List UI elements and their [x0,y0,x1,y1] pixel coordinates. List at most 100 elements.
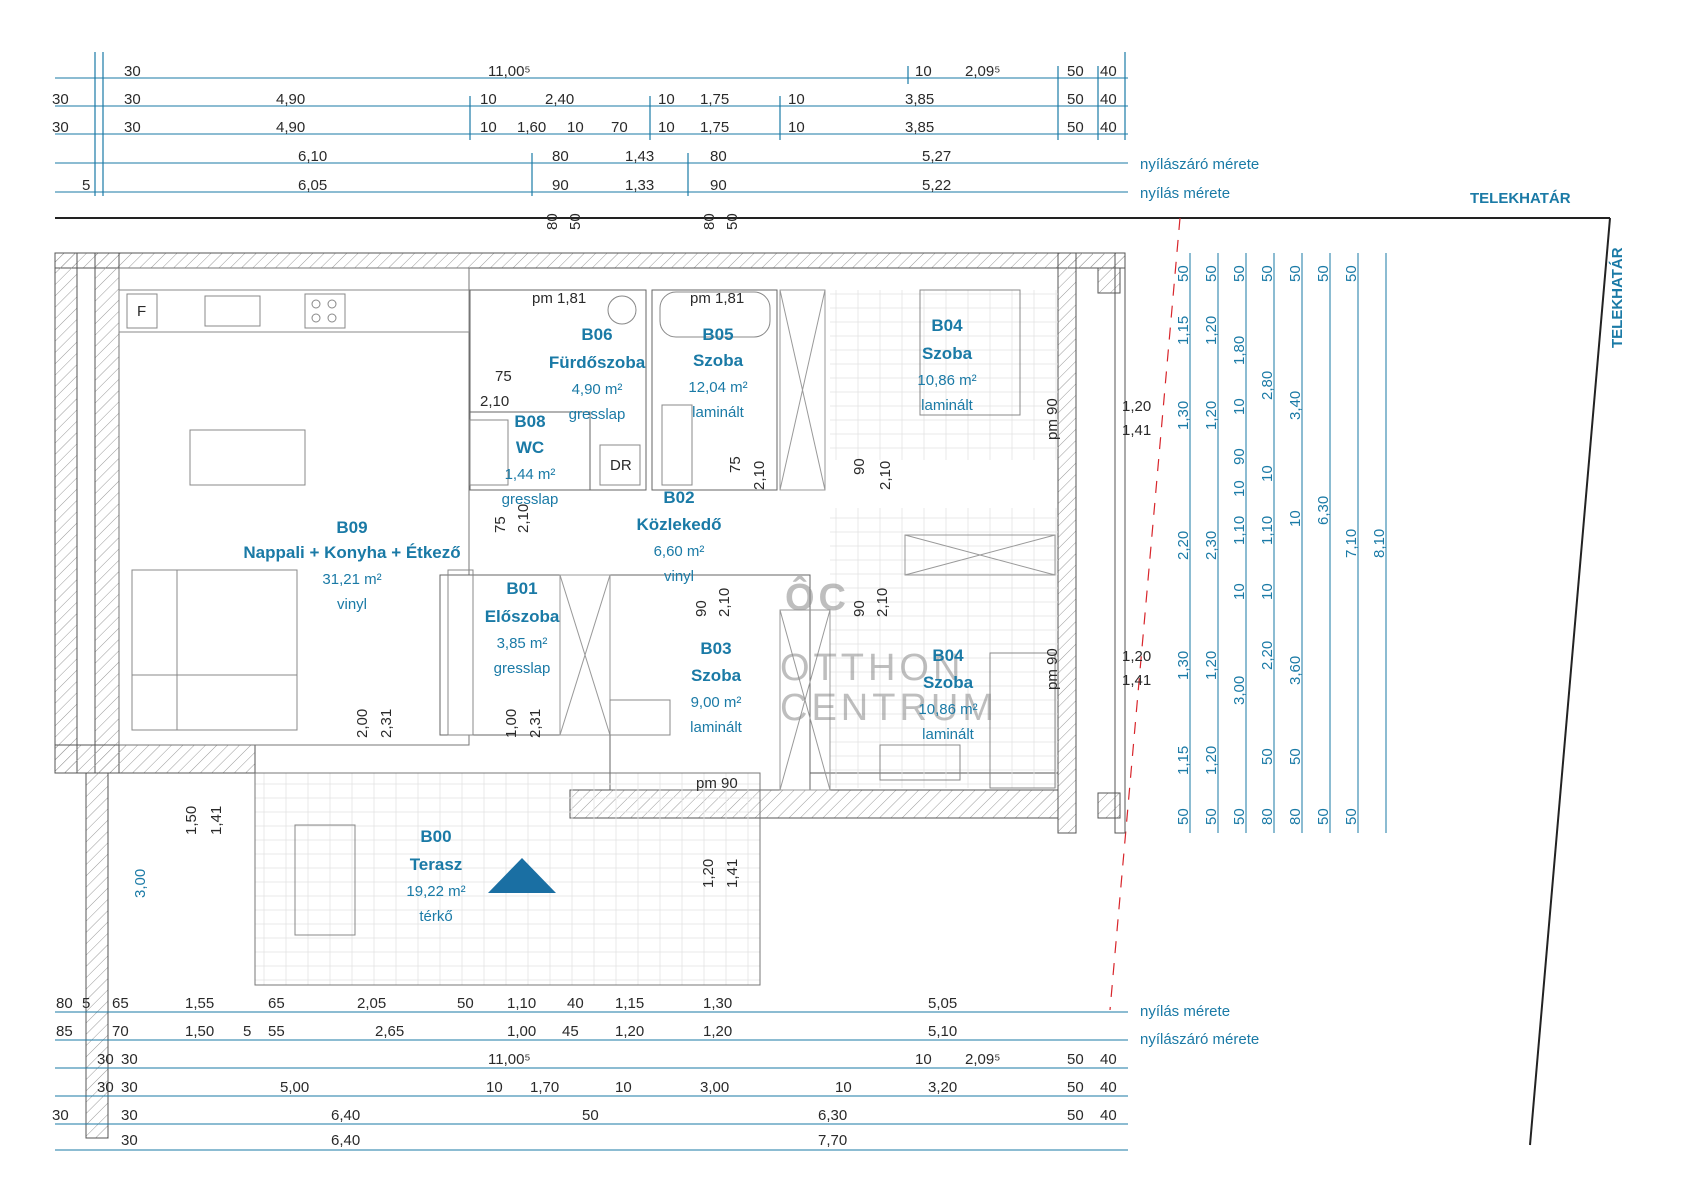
dim-label: 3,85 [905,91,934,108]
room-code: B09 [336,518,367,537]
room-name: Terasz [410,855,463,874]
dim-label: 40 [1100,63,1117,80]
win-tag: pm 1,81 [532,290,586,307]
window-size-note: nyílászáró mérete [1140,156,1259,173]
dim-label: 50 [1203,265,1220,282]
dim-label: 5,05 [928,995,957,1012]
dim-label: 30 [121,1107,138,1124]
room-area: 9,00 m² [691,694,742,711]
dim-label: 1,15 [615,995,644,1012]
dim-label: 6,05 [298,177,327,194]
top-dim-row-5: 5 6,05 90 1,33 90 5,22 nyílás mérete [82,177,1230,202]
dim-label: 3,85 [905,119,934,136]
dim-label: 90 [710,177,727,194]
dim-label: 1,30 [1175,401,1192,430]
room-code: B04 [931,316,963,335]
dim-label: 50 [1067,1079,1084,1096]
dim-label: 1,10 [1231,516,1248,545]
bottom-dim-row-6: 30 6,40 7,70 [121,1132,847,1149]
room-name: Előszoba [485,607,560,626]
dim-label: 30 [124,91,141,108]
dim-label: 10 [615,1079,632,1096]
room-area: 10,86 m² [917,372,976,389]
window-tags: 80 50 80 50 pm 1,81 pm 1,81 pm 90 pm 90 … [132,213,1151,898]
room-b05: B04 Szoba 10,86 m² laminált [917,316,976,414]
boundary-label-top: TELEKHATÁR [1470,190,1571,207]
dim-label: 2,09⁵ [965,63,1000,80]
room-name: Közlekedő [636,515,721,534]
dim-label: 65 [112,995,129,1012]
dim-label: 7,70 [818,1132,847,1149]
property-boundary: TELEKHATÁR TELEKHATÁR [55,190,1626,1146]
dim-label: 90 [1231,448,1248,465]
top-dim-row-2: 30 30 4,90 10 2,40 10 1,75 10 3,85 50 40 [52,91,1117,108]
door-tag: 1,00 [503,709,520,738]
dim-label: 50 [582,1107,599,1124]
room-floor: laminált [922,726,975,743]
bottom-dimension-lines [55,1011,1128,1151]
dim-label: 1,43 [625,148,654,165]
bottom-dim-row-3: 30 30 11,00⁵ 10 2,09⁵ 50 40 [97,1051,1117,1068]
win-tag: 50 [567,213,584,230]
dim-label: 50 [1231,265,1248,282]
right-dim-col-3: 50 1,80 10 90 10 1,10 10 3,00 50 [1231,265,1248,825]
dim-label: 2,30 [1203,531,1220,560]
dim-label: 10 [788,119,805,136]
dim-label: 1,10 [1259,516,1276,545]
dim-label: 10 [1259,583,1276,600]
opening-size-note: nyílás mérete [1140,185,1230,202]
dim-label: 50 [1343,265,1360,282]
dim-label: 50 [1175,808,1192,825]
room-b02: B02 Közlekedő 6,60 m² vinyl [636,488,721,585]
win-tag: 80 [701,213,718,230]
dim-label: 1,20 [1203,316,1220,345]
dim-label: 55 [268,1023,285,1040]
room-name: Nappali + Konyha + Étkező [243,543,460,562]
dim-label: 5,00 [280,1079,309,1096]
dim-label: 10 [486,1079,503,1096]
dim-label: 30 [97,1051,114,1068]
dim-label: 70 [611,119,628,136]
dim-label: 70 [112,1023,129,1040]
dim-label: 80 [56,995,73,1012]
watermark-line2: CENTRUM [780,687,998,729]
room-area: 12,04 m² [688,379,747,396]
room-floor: gresslap [502,491,559,508]
room-floor: laminált [690,719,743,736]
dim-label: 50 [1315,265,1332,282]
top-dim-row-4: 6,10 80 1,43 80 5,27 nyílászáró mérete [298,148,1259,173]
right-dim-col-4: 50 2,80 10 1,10 10 2,20 50 80 [1259,265,1276,825]
room-code: B08 [514,412,545,431]
dim-label: 40 [1100,1051,1117,1068]
dim-label: 80 [710,148,727,165]
room-name: Szoba [922,344,973,363]
dim-label: 30 [97,1079,114,1096]
right-dim-col-1: 50 1,15 1,30 2,20 1,30 1,15 50 [1175,265,1192,825]
dim-label: 30 [52,91,69,108]
dim-label: 10 [1231,583,1248,600]
dim-label: 40 [1100,119,1117,136]
dim-label: 10 [658,91,675,108]
room-area: 1,44 m² [505,466,556,483]
dim-label: 5,10 [928,1023,957,1040]
dim-label: 6,30 [818,1107,847,1124]
dim-label: 4,90 [276,119,305,136]
door-tags: 75 2,10 75 2,10 75 2,10 90 2,10 90 2,10 … [354,368,894,738]
dim-label: 45 [562,1023,579,1040]
right-dim-col-8: 8,10 [1371,529,1388,558]
bottom-dim-row-4: 30 30 5,00 10 1,70 10 3,00 10 3,20 50 40 [97,1079,1117,1096]
bottom-dim-row-1: 80 5 65 1,55 65 2,05 50 1,10 40 1,15 1,3… [56,995,1230,1020]
watermark-logo: ÔC [785,574,850,619]
dim-label: 3,00 [700,1079,729,1096]
dim-label: 1,30 [703,995,732,1012]
room-b08: B08 WC 1,44 m² gresslap [502,412,559,508]
room-b06: B05 Szoba 12,04 m² laminált [688,325,747,421]
dim-label: 30 [52,119,69,136]
dim-label: 11,00⁵ [488,1051,531,1068]
room-name: Fürdőszoba [549,353,646,372]
dim-label: 50 [457,995,474,1012]
dim-label: 2,65 [375,1023,404,1040]
dim-label: 40 [567,995,584,1012]
room-area: 19,22 m² [406,883,465,900]
